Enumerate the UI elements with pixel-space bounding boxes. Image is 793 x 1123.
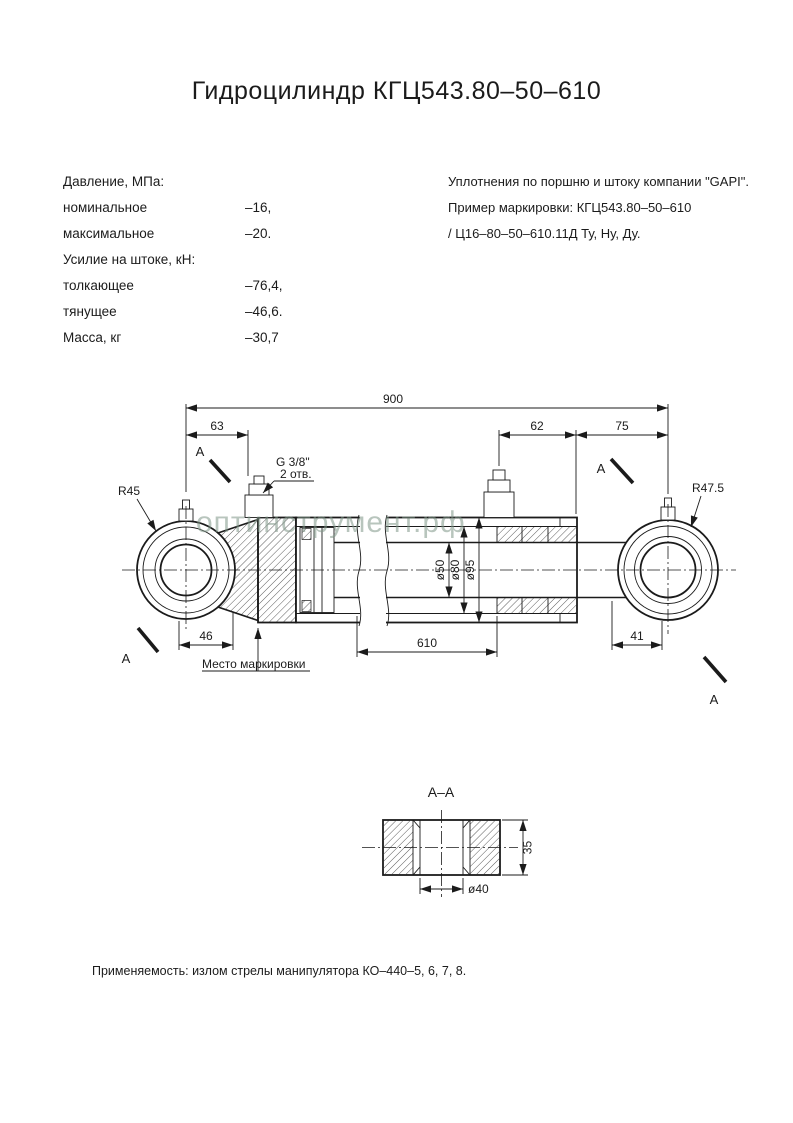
spec-label: Масса, кг — [63, 330, 122, 345]
spec-value: –20. — [245, 226, 272, 241]
dim-41: 41 — [630, 629, 644, 643]
section-view-title: А–А — [428, 784, 455, 800]
dim-75: 75 — [615, 419, 629, 433]
spec-label: Усилие на штоке, кН: — [63, 252, 196, 267]
spec-row: тянущее –46,6. — [63, 299, 283, 325]
spec-table: Давление, МПа: номинальное –16, максималь… — [63, 169, 283, 351]
dim-bore-diameter: ø80 — [448, 559, 462, 580]
dim-63: 63 — [210, 419, 224, 433]
section-letter-bottom-right: А — [710, 692, 719, 707]
notes-block: Уплотнения по поршню и штоку компании "G… — [448, 169, 778, 247]
spec-row: Масса, кг –30,7 — [63, 325, 283, 351]
section-marks: А А А А — [122, 444, 728, 707]
spec-label: номинальное — [63, 200, 148, 215]
dim-radius-right: R47.5 — [692, 481, 724, 495]
spec-value: –46,6. — [245, 304, 283, 319]
note-line-marking-example-2: / Ц16–80–50–610.11Д Ту, Ну, Ду. — [448, 226, 641, 241]
main-view — [122, 469, 736, 634]
spec-label: Давление, МПа: — [63, 174, 165, 189]
spec-row: толкающее –76,4, — [63, 273, 283, 299]
dim-overall-length: 900 — [383, 392, 403, 406]
dim-section-width: 35 — [521, 841, 535, 855]
spec-row: Усилие на штоке, кН: — [63, 247, 283, 273]
spec-row: максимальное –20. — [63, 221, 283, 247]
spec-label: толкающее — [63, 278, 134, 293]
dimensions: 900 63 62 75 R45 R47.5 G 3/8" 2 отв. ø50 — [118, 392, 728, 707]
spec-value: –30,7 — [245, 330, 279, 345]
gland — [496, 517, 578, 623]
watermark: оптинструмент.рф — [196, 506, 466, 539]
application-note: Применяемость: излом стрелы манипулятора… — [92, 964, 467, 978]
dim-radius-left: R45 — [118, 484, 140, 498]
label-port-thread: G 3/8" — [276, 455, 310, 469]
label-marking-place: Место маркировки — [202, 657, 305, 671]
note-line-marking-example: Пример маркировки: КГЦ543.80–50–610 — [448, 200, 692, 215]
dim-610: 610 — [417, 636, 437, 650]
note-line-seals: Уплотнения по поршню и штоку компании "G… — [448, 174, 749, 189]
dim-section-bore: ø40 — [468, 882, 489, 896]
dim-46: 46 — [199, 629, 213, 643]
dim-rod-diameter: ø50 — [433, 559, 447, 580]
dim-62: 62 — [530, 419, 544, 433]
spec-label: тянущее — [63, 304, 117, 319]
spec-value: –16, — [245, 200, 272, 215]
section-letter-bottom-left: А — [122, 651, 131, 666]
spec-row: Давление, МПа: — [63, 169, 283, 195]
spec-row: номинальное –16, — [63, 195, 283, 221]
section-letter-top-left: А — [196, 444, 205, 459]
drawing-title: Гидроцилиндр КГЦ543.80–50–610 — [191, 77, 602, 105]
section-view: А–А 35 ø40 — [362, 784, 535, 897]
section-letter-top-right: А — [597, 461, 606, 476]
port-right — [483, 469, 515, 518]
label-port-count: 2 отв. — [280, 467, 312, 481]
spec-label: максимальное — [63, 226, 155, 241]
dim-outer-diameter: ø95 — [463, 559, 477, 580]
spec-value: –76,4, — [245, 278, 283, 293]
